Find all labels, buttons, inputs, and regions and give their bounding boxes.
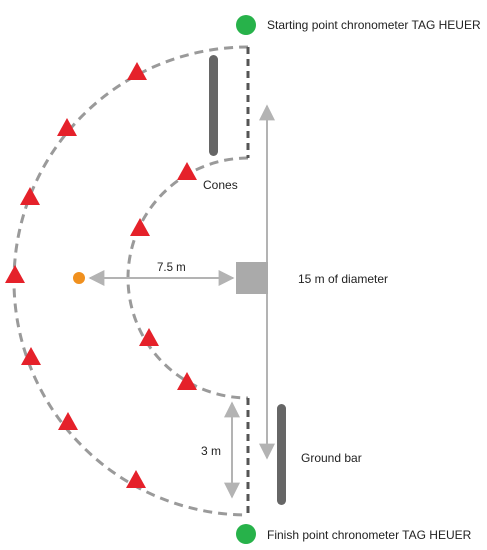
finish-point-label: Finish point chronometer TAG HEUER bbox=[267, 528, 472, 542]
upper-ground-bar bbox=[209, 55, 218, 156]
start-point-label: Starting point chronometer TAG HEUER bbox=[267, 18, 481, 32]
finish-chronometer-icon bbox=[236, 524, 256, 544]
cone-icon bbox=[177, 162, 197, 180]
radius-label: 7.5 m bbox=[157, 262, 186, 274]
cone-icon bbox=[20, 187, 40, 205]
cone-icon bbox=[130, 218, 150, 236]
cones-label: Cones bbox=[203, 178, 238, 192]
cone-icon bbox=[127, 62, 147, 80]
cone-icon bbox=[126, 470, 146, 488]
cone-icon bbox=[177, 372, 197, 390]
cone-icon bbox=[5, 265, 25, 283]
cone-icon bbox=[21, 347, 41, 365]
gap-label: 3 m bbox=[201, 444, 222, 458]
lower-ground-bar bbox=[277, 404, 286, 505]
center-dot-icon bbox=[73, 272, 85, 284]
ground-bar-label: Ground bar bbox=[301, 451, 362, 465]
cone-icon bbox=[58, 412, 78, 430]
cone-icon bbox=[139, 328, 159, 346]
start-chronometer-icon bbox=[236, 15, 256, 35]
cone-icon bbox=[57, 118, 77, 136]
diameter-label: 15 m of diameter bbox=[298, 272, 389, 286]
center-box bbox=[236, 262, 268, 294]
